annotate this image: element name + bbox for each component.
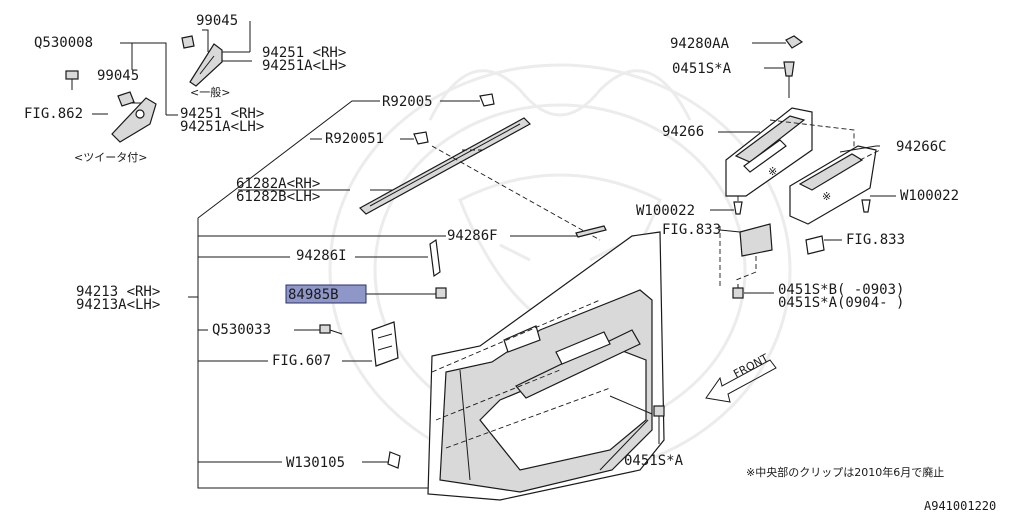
label-tweeter: <ツイータ付> <box>74 151 147 164</box>
inner-handle-bracket <box>371 321 399 367</box>
label-94251-rh-bot: 94251 <RH> <box>180 106 264 122</box>
clip-w130105 <box>387 451 401 469</box>
label-94266: 94266 <box>662 124 704 140</box>
label-w130105: W130105 <box>286 455 345 471</box>
label-front: FRONT <box>731 351 771 380</box>
clip-r920051 <box>413 131 429 145</box>
label-0451s-b-range: 0451S*B( -0903) <box>778 282 904 298</box>
diagram-code: A941001220 <box>924 499 996 512</box>
label-q530008: Q530008 <box>34 35 93 51</box>
label-94286i: 94286I <box>296 248 347 264</box>
mirror-cover-tweeter <box>111 91 157 143</box>
clip-84985b <box>435 287 447 299</box>
clip-r92005 <box>479 93 495 107</box>
part-84985b-highlight[interactable]: 84985B <box>285 284 367 304</box>
main-bracket-lines <box>188 100 430 489</box>
label-94213-rh: 94213 <RH> <box>76 284 160 300</box>
label-q530033: Q530033 <box>212 322 271 338</box>
screw-q530033 <box>319 324 343 335</box>
label-fig607[interactable]: FIG.607 <box>272 353 331 369</box>
label-94251-rh-top: 94251 <RH> <box>262 45 346 61</box>
mirror-cover-general <box>189 43 223 87</box>
asterisk-marker-b: ※ <box>822 190 831 203</box>
label-w100022-right: W100022 <box>900 188 959 204</box>
label-99045-lower: 99045 <box>97 68 139 84</box>
bolt-q530008 <box>65 70 79 90</box>
label-84985b: 84985B <box>288 287 339 303</box>
label-99045-upper: 99045 <box>196 13 238 29</box>
label-61282b-lh: 61282B<LH> <box>236 189 320 205</box>
label-0451s-a-lower: 0451S*A <box>624 453 684 469</box>
label-94266c: 94266C <box>896 139 947 155</box>
label-r92005: R92005 <box>382 94 433 110</box>
left-upper-cluster <box>65 21 251 143</box>
label-0451s-a-range: 0451S*A(0904- ) <box>778 295 904 311</box>
screw-0451s-a-lower <box>653 405 665 444</box>
strip-94286f <box>575 225 607 238</box>
label-94286f: 94286F <box>447 228 498 244</box>
label-94280aa: 94280AA <box>670 36 730 52</box>
label-w100022-left: W100022 <box>636 203 695 219</box>
label-r920051: R920051 <box>325 131 384 147</box>
label-94213a-lh: 94213A<LH> <box>76 297 160 313</box>
label-fig833-right[interactable]: FIG.833 <box>846 232 905 248</box>
label-fig862[interactable]: FIG.862 <box>24 106 83 122</box>
asterisk-marker-a: ※ <box>768 165 777 178</box>
right-switch-cluster <box>719 35 881 299</box>
clip-99045-upper <box>181 35 195 49</box>
belt-weatherstrip <box>359 117 601 241</box>
label-94251a-lh-top: 94251A<LH> <box>262 58 346 74</box>
label-94251a-lh-bot: 94251A<LH> <box>180 119 264 135</box>
bracket-94286i <box>429 238 441 278</box>
label-61282a-rh: 61282A<RH> <box>236 176 320 192</box>
label-fig833-left[interactable]: FIG.833 <box>662 222 721 238</box>
footnote-clip-discontinued: ※中央部のクリップは2010年6月で廃止 <box>746 465 944 479</box>
label-general: <一般> <box>190 86 230 99</box>
label-0451s-a-upper: 0451S*A <box>672 61 732 77</box>
door-trim-panel <box>427 231 665 501</box>
